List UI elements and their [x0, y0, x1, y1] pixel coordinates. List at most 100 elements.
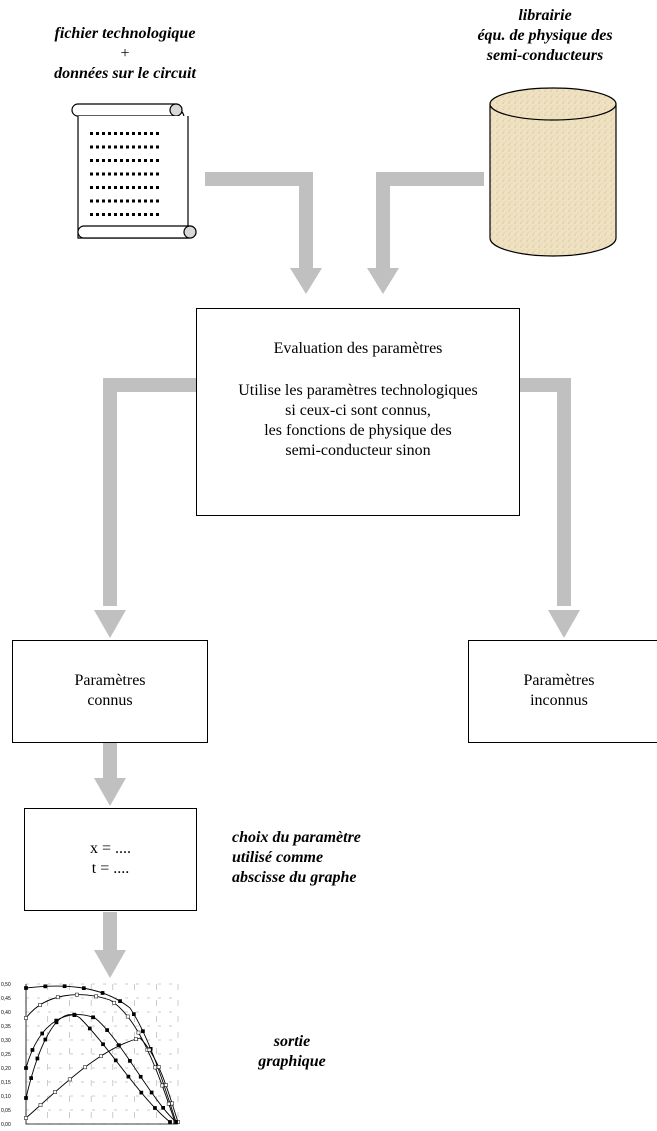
mini-chart-marker — [24, 1066, 28, 1070]
scroll-dot — [96, 213, 99, 216]
output-caption-line1: sortie — [273, 1033, 311, 1050]
output-mini-chart: 0,500,450,400,350,300,250,200,150,100,05… — [1, 982, 180, 1128]
mini-chart-marker — [117, 1043, 121, 1048]
unknown-parameters-box: Paramètres inconnus — [468, 640, 657, 743]
scroll-dot — [150, 199, 153, 203]
tech-file-label-line1: fichier technologique — [54, 25, 196, 42]
mini-chart-marker — [100, 991, 105, 995]
mini-chart-marker — [72, 1012, 77, 1017]
scroll-dot — [120, 132, 123, 135]
mini-chart-ytick: 0,10 — [1, 1094, 11, 1100]
mini-chart-ytick: 0,00 — [1, 1122, 11, 1128]
mini-chart-marker — [128, 1059, 132, 1063]
scroll-dot — [156, 132, 159, 135]
mini-chart-curve — [25, 985, 177, 1123]
mini-chart-marker — [53, 1090, 57, 1094]
mini-chart-marker — [24, 1116, 28, 1120]
mini-chart-marker — [139, 1090, 144, 1095]
scroll-dot — [138, 132, 141, 135]
mini-chart-marker — [38, 1003, 42, 1007]
library-label: librairie équ. de physique des semi-cond… — [430, 6, 657, 66]
scroll-dot — [144, 132, 147, 135]
mini-chart-marker — [170, 1101, 174, 1106]
evaluation-line2: si ceux-ci sont connus, — [285, 402, 431, 419]
scroll-dot — [132, 199, 135, 203]
mini-chart-marker — [29, 1076, 33, 1080]
scroll-dot — [156, 199, 159, 203]
scroll-dot — [132, 213, 135, 216]
scroll-dot — [138, 186, 141, 189]
mini-chart-marker — [160, 1083, 165, 1088]
scroll-dot — [126, 159, 129, 162]
scroll-dot — [96, 159, 99, 162]
scroll-dot — [102, 159, 105, 162]
scroll-dot — [156, 145, 159, 149]
scroll-dot — [90, 186, 93, 189]
scroll-dot — [96, 172, 99, 176]
scroll-dot — [108, 145, 111, 149]
choice-caption-line2: utilisé comme — [232, 849, 324, 866]
known-line1: Paramètres — [74, 672, 146, 689]
scroll-dot — [150, 213, 153, 216]
scroll-dot — [150, 159, 153, 162]
scroll-dot — [120, 145, 123, 149]
scroll-dot — [120, 186, 123, 189]
mini-chart-marker — [30, 1048, 35, 1052]
scroll-dot — [138, 199, 141, 203]
evaluation-box: Evaluation des paramètres Utilise les pa… — [196, 308, 520, 516]
mini-chart-ytick: 0,15 — [1, 1080, 11, 1086]
mini-chart-marker — [81, 986, 86, 991]
scroll-dot — [156, 186, 159, 189]
tech-file-label-line2: + — [120, 45, 130, 62]
scroll-dot — [108, 199, 111, 203]
library-label-line1: librairie — [518, 7, 572, 24]
scroll-dot — [156, 213, 159, 216]
mini-chart-ytick: 0,05 — [1, 1108, 11, 1114]
scroll-dot — [156, 172, 159, 176]
arrow-choice-to-output — [94, 912, 126, 978]
mini-chart-marker — [164, 1083, 168, 1087]
mini-chart-marker — [43, 1037, 48, 1042]
choice-caption-line3: abscisse du graphe — [232, 869, 357, 886]
mini-chart-marker — [67, 1077, 72, 1082]
mini-chart-marker — [55, 995, 60, 1000]
scroll-dot — [138, 159, 141, 162]
mini-chart-marker — [138, 1074, 143, 1079]
scroll-dot — [120, 172, 123, 176]
mini-chart-marker — [101, 1042, 105, 1047]
mini-chart-marker — [133, 1037, 138, 1041]
scroll-dot — [90, 172, 93, 176]
output-caption-line2: graphique — [258, 1053, 326, 1070]
scroll-dot — [108, 213, 111, 216]
mini-chart-marker — [161, 1105, 165, 1110]
mini-chart-marker — [118, 999, 122, 1003]
scroll-dot — [144, 186, 147, 189]
scroll-dot — [102, 172, 105, 176]
scroll-dot — [132, 186, 135, 189]
scroll-dot — [126, 172, 129, 176]
scroll-dot — [138, 172, 141, 176]
scroll-dot — [144, 159, 147, 162]
arrow-known-to-choice — [94, 742, 126, 806]
mini-chart-ytick: 0,25 — [1, 1052, 11, 1058]
mini-chart-curve — [25, 994, 176, 1123]
known-parameters-box: Paramètres connus — [12, 640, 208, 743]
known-line2: connus — [87, 692, 133, 709]
choice-caption-line1: choix du paramètre — [232, 829, 361, 846]
scroll-dot — [132, 145, 135, 149]
scroll-dotted-lines — [90, 132, 159, 216]
mini-chart-marker — [132, 1012, 136, 1016]
scroll-dot — [144, 172, 147, 176]
scroll-dot — [150, 186, 153, 189]
scroll-dot — [90, 145, 93, 149]
scroll-dot — [126, 186, 129, 189]
scroll-dot — [126, 213, 129, 216]
tech-file-label-line3: données sur le circuit — [54, 65, 196, 82]
mini-chart-marker — [166, 1101, 171, 1106]
mini-chart-marker — [94, 994, 99, 999]
scroll-dot — [138, 213, 141, 216]
scroll-dot — [144, 199, 147, 203]
scroll-dot — [144, 213, 147, 216]
scroll-dot — [126, 132, 129, 135]
mini-chart-ytick: 0,35 — [1, 1024, 11, 1030]
